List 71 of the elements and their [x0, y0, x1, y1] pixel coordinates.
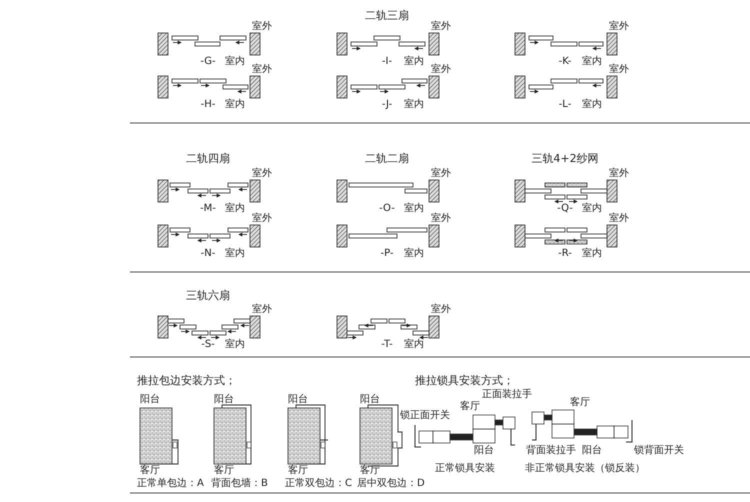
section-heading: 二轨三扇 — [365, 11, 409, 21]
layout-code: -N- — [200, 249, 216, 259]
layout-code: -K- — [558, 57, 572, 67]
side-label: 室内 — [582, 204, 602, 214]
drawing-caption: 非正常锁具安装（锁反装） — [525, 464, 645, 474]
drawing-caption: 背面包墙：B — [211, 479, 268, 489]
side-label: 室外 — [252, 305, 272, 315]
side-label: 室外 — [609, 214, 629, 224]
side-label: 室外 — [252, 22, 272, 32]
layout-code: -J- — [382, 100, 392, 110]
drawing-caption: 正常单包边：A — [137, 479, 204, 489]
side-label: 室内 — [225, 57, 245, 67]
side-label: 室外 — [431, 305, 451, 315]
layout-code: -S- — [201, 340, 215, 350]
drawing-caption: 正常双包边：C — [285, 479, 352, 489]
layout-code: -I- — [382, 57, 392, 67]
side-label: 室外 — [252, 214, 272, 224]
callout-label: 阳台 — [582, 446, 602, 456]
callout-label: 正面装拉手 — [482, 390, 532, 400]
side-label: 室内 — [582, 57, 602, 67]
side-label: 室内 — [582, 100, 602, 110]
side-label: 室外 — [431, 22, 451, 32]
drawing-label: 阳台 — [288, 395, 308, 405]
section-heading: 三轨六扇 — [186, 291, 230, 301]
side-label: 室内 — [225, 340, 245, 350]
side-label: 室内 — [404, 204, 424, 214]
section-heading: 推拉包边安装方式； — [137, 376, 236, 386]
layout-code: -R- — [558, 249, 572, 259]
drawing-label: 阳台 — [360, 395, 380, 405]
side-label: 室外 — [431, 169, 451, 179]
side-label: 室内 — [225, 204, 245, 214]
section-heading: 二轨四扇 — [186, 154, 230, 164]
side-label: 室内 — [404, 340, 424, 350]
side-label: 室外 — [609, 169, 629, 179]
section-heading: 二轨二扇 — [365, 154, 409, 164]
side-label: 室内 — [404, 100, 424, 110]
callout-label: 背面装拉手 — [526, 446, 576, 456]
side-label: 室外 — [252, 65, 272, 75]
drawing-label: 客厅 — [214, 466, 234, 476]
side-label: 室外 — [431, 214, 451, 224]
callout-label: 客厅 — [570, 398, 590, 408]
layout-code: -L- — [558, 100, 572, 110]
side-label: 室外 — [609, 22, 629, 32]
drawing-label: 阳台 — [140, 395, 160, 405]
drawing-caption: 正常锁具安装 — [435, 464, 495, 474]
side-label: 室内 — [225, 100, 245, 110]
layout-code: -H- — [200, 100, 216, 110]
side-label: 室内 — [404, 249, 424, 259]
drawing-label: 客厅 — [360, 466, 380, 476]
side-label: 室内 — [582, 249, 602, 259]
layout-code: -G- — [200, 57, 216, 67]
drawing-label: 客厅 — [288, 466, 308, 476]
callout-label: 阳台 — [474, 446, 494, 456]
callout-label: 锁正面开关 — [400, 411, 450, 421]
section-heading: 三轨4+2纱网 — [531, 154, 599, 164]
drawing-caption: 居中双包边：D — [357, 479, 425, 489]
side-label: 室内 — [225, 249, 245, 259]
side-label: 室外 — [609, 65, 629, 75]
layout-code: -O- — [379, 204, 395, 214]
drawing-label: 客厅 — [140, 466, 160, 476]
callout-label: 客厅 — [460, 402, 480, 412]
side-label: 室外 — [252, 169, 272, 179]
layout-code: -T- — [381, 340, 393, 350]
layout-code: -Q- — [557, 204, 573, 214]
section-heading: 推拉锁具安装方式； — [415, 376, 514, 386]
side-label: 室内 — [404, 57, 424, 67]
layout-code: -P- — [380, 249, 394, 259]
layout-code: -M- — [200, 204, 216, 214]
callout-label: 锁背面开关 — [634, 446, 684, 456]
side-label: 室外 — [431, 65, 451, 75]
drawing-label: 阳台 — [214, 395, 234, 405]
